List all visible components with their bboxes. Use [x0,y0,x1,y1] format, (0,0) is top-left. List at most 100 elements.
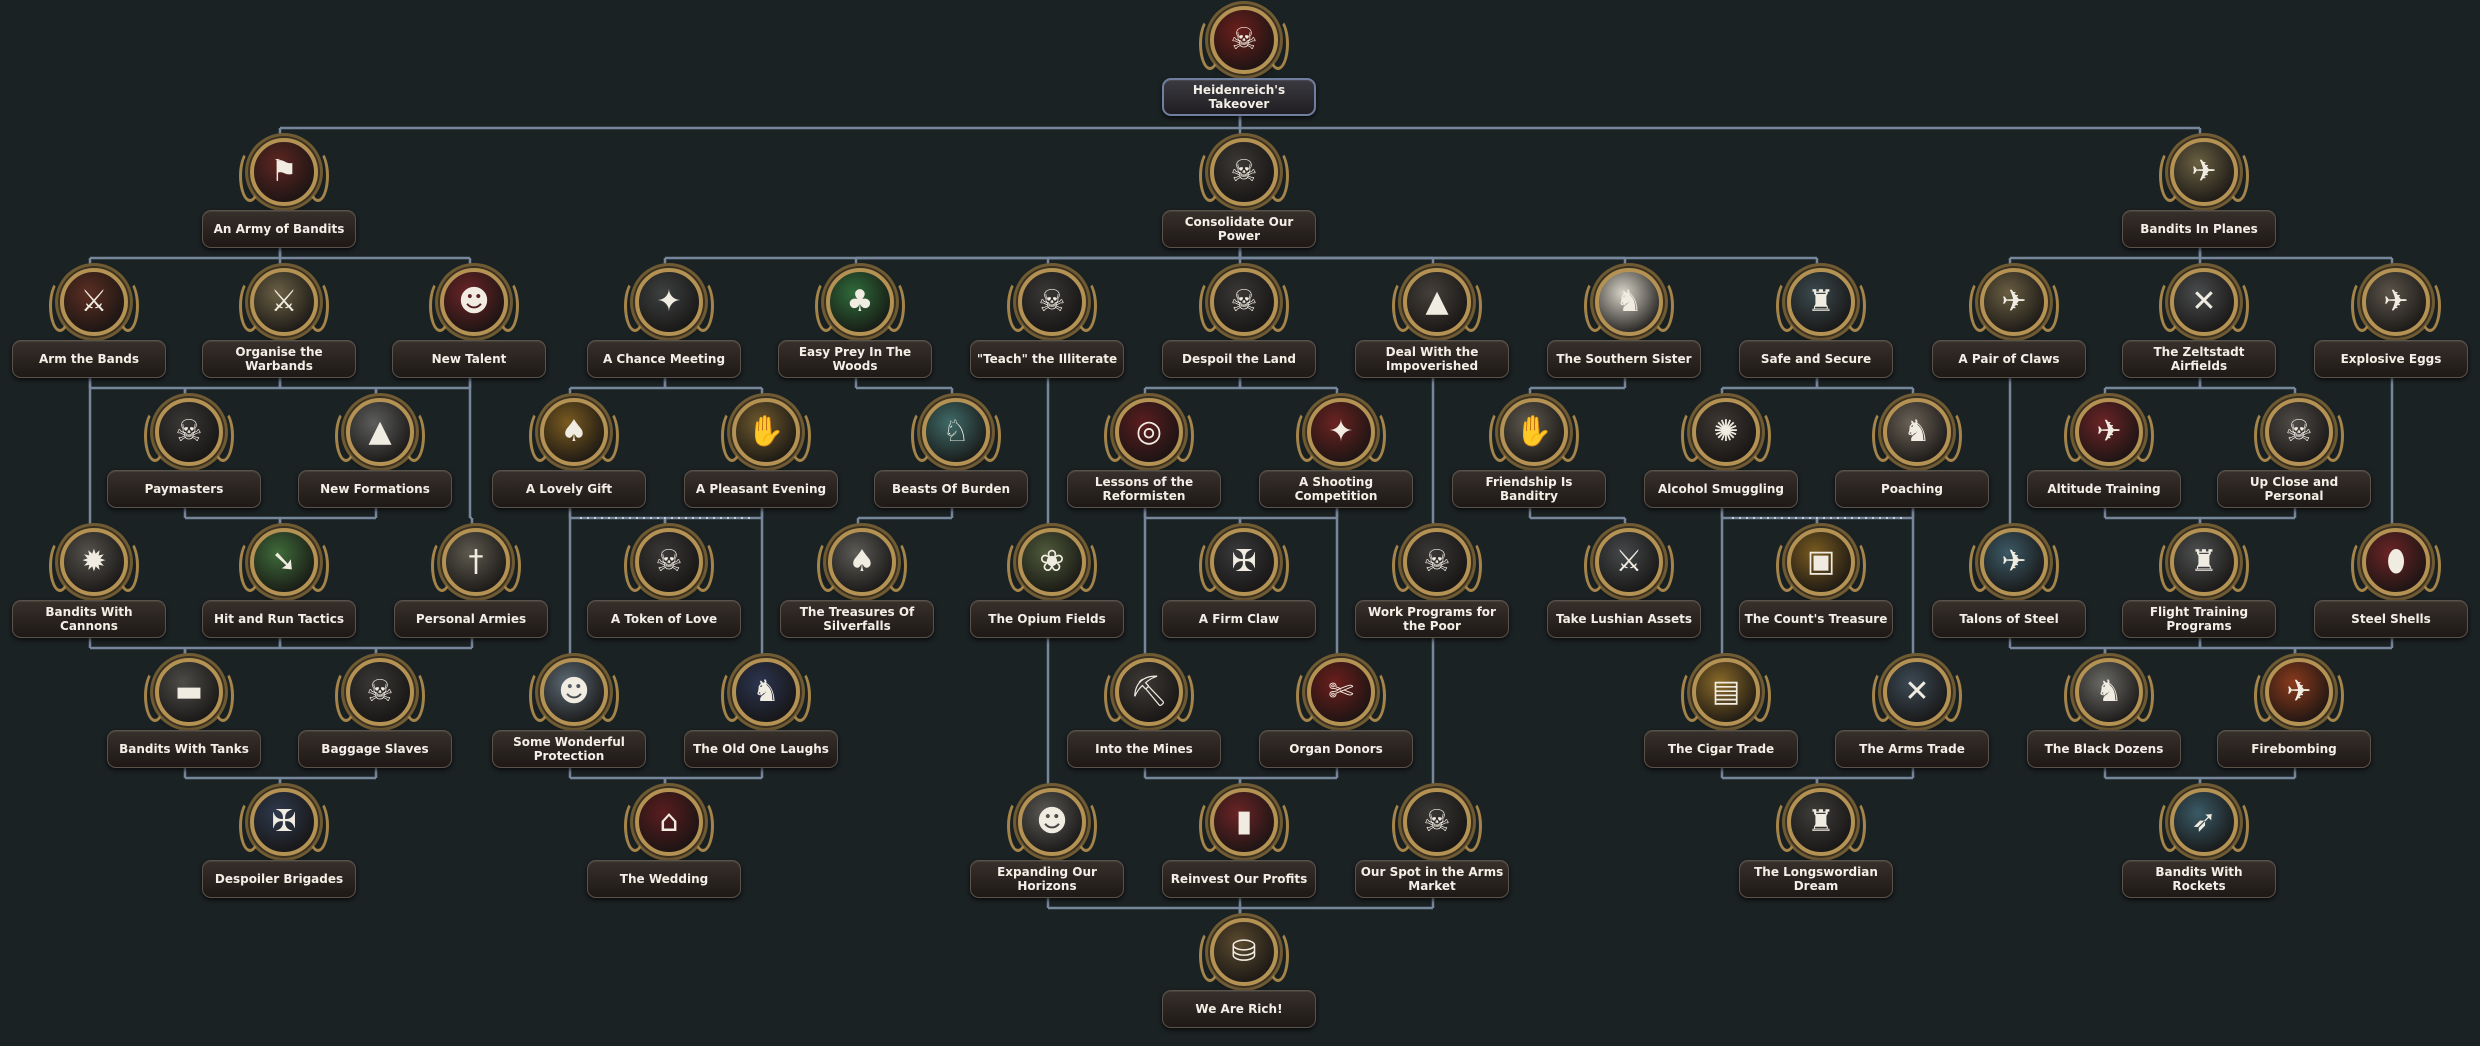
focus-altitude[interactable]: ✈ Altitude Training [2027,398,2183,526]
focus-cigar[interactable]: ▤The Cigar Trade [1644,658,1800,786]
focus-reformisten[interactable]: ◎Lessons of the Reformisten [1067,398,1223,526]
focus-firmclaw[interactable]: ✠A Firm Claw [1162,528,1318,656]
focus-armies[interactable]: †Personal Armies [394,528,550,656]
focus-reinvest[interactable]: ▮Reinvest Our Profits [1162,788,1318,916]
focus-heidenreich[interactable]: ☠ Heidenreich's Takeover [1162,6,1318,134]
focus-shells[interactable]: ⬮Steel Shells [2314,528,2470,656]
focus-label: Personal Armies [394,600,548,638]
focus-gift[interactable]: ♠A Lovely Gift [492,398,648,526]
gold-coins-icon: ⛁ [1210,918,1278,986]
wings-shield-icon: ✈ [2075,398,2143,466]
focus-longsword[interactable]: ♜The Longswordian Dream [1739,788,1895,916]
treasure-chest-icon: ▣ [1787,528,1855,596]
focus-wonderful[interactable]: ☻Some Wonderful Protection [492,658,648,786]
focus-label: A Lovely Gift [492,470,646,508]
focus-southern[interactable]: ♞ The Southern Sister [1547,268,1703,396]
focus-organ[interactable]: ✄Organ Donors [1259,658,1415,786]
merchant-icon: ☻ [1018,788,1086,856]
focus-workprog[interactable]: ☠Work Programs for the Poor [1355,528,1511,656]
focus-safe[interactable]: ♜Safe and Secure [1739,268,1895,396]
focus-label: Bandits With Cannons [12,600,166,638]
focus-counts[interactable]: ▣The Count's Treasure [1739,528,1895,656]
treasure-card-icon: ♠ [828,528,896,596]
focus-talons[interactable]: ✈Talons of Steel [1932,528,2088,656]
focus-opium[interactable]: ❀The Opium Fields [970,528,1126,656]
focus-flight[interactable]: ♜Flight Training Programs [2122,528,2278,656]
focus-arm[interactable]: ⚔Arm the Bands [12,268,168,396]
focus-label: A Chance Meeting [587,340,741,378]
focus-planes[interactable]: ✈Bandits In Planes [2122,138,2278,266]
focus-friendship[interactable]: ✋Friendship Is Banditry [1452,398,1608,526]
focus-alcohol[interactable]: ✺Alcohol Smuggling [1644,398,1800,526]
focus-teach[interactable]: ☠"Teach" the Illiterate [970,268,1126,396]
focus-treasures[interactable]: ♠The Treasures Of Silverfalls [780,528,936,656]
focus-hitrun[interactable]: ➘Hit and Run Tactics [202,528,358,656]
focus-evening[interactable]: ✋ A Pleasant Evening [684,398,840,526]
focus-easyprey[interactable]: ♣Easy Prey In The Woods [778,268,934,396]
focus-army[interactable]: ⚑An Army of Bandits [202,138,358,266]
focus-label: A Shooting Competition [1259,470,1413,508]
wedding-icon: ⌂ [635,788,703,856]
fire-plane-icon: ✈ [2265,658,2333,726]
focus-poaching[interactable]: ♞Poaching [1835,398,1991,526]
focus-rich[interactable]: ⛁We Are Rich! [1162,918,1318,1046]
focus-tanks[interactable]: ▬Bandits With Tanks [107,658,263,786]
focus-label: A Pleasant Evening [684,470,838,508]
bandit-portrait-icon: ☻ [440,268,508,336]
focus-closeup[interactable]: ☠Up Close and Personal [2217,398,2373,526]
focus-consolidate[interactable]: ☠Consolidate Our Power [1162,138,1318,266]
focus-label: The Cigar Trade [1644,730,1798,768]
focus-talent[interactable]: ☻ New Talent [392,268,548,396]
focus-zeltstadt[interactable]: ✕The Zeltstadt Airfields [2122,268,2278,396]
focus-label: Up Close and Personal [2217,470,2371,508]
focus-formations[interactable]: ▲New Formations [298,398,454,526]
focus-shooting[interactable]: ✦A Shooting Competition [1259,398,1415,526]
plane-icon: ✈ [2170,138,2238,206]
focus-token[interactable]: ☠ A Token of Love [587,528,743,656]
armored-plane-icon: ✈ [1980,528,2048,596]
focus-lushian[interactable]: ⚔Take Lushian Assets [1547,528,1703,656]
focus-eggs[interactable]: ✈Explosive Eggs [2314,268,2470,396]
focus-label: Explosive Eggs [2314,340,2468,378]
skull-icon: ☠ [1403,788,1471,856]
handshake-icon: ✋ [732,398,800,466]
focus-label: A Token of Love [587,600,741,638]
focus-label: Lessons of the Reformisten [1067,470,1221,508]
focus-beasts[interactable]: ♘Beasts Of Burden [874,398,1030,526]
focus-label: The Zeltstadt Airfields [2122,340,2276,378]
focus-wedding[interactable]: ⌂The Wedding [587,788,743,916]
focus-despoil[interactable]: ☠Despoil the Land [1162,268,1318,396]
focus-claws[interactable]: ✈A Pair of Claws [1932,268,2088,396]
focus-label: Expanding Our Horizons [970,860,1124,898]
focus-organise[interactable]: ⚔Organise the Warbands [202,268,358,396]
focus-paymasters[interactable]: ☠Paymasters [107,398,263,526]
rubble-icon: ▲ [1403,268,1471,336]
skull-badge-icon: ☠ [635,528,703,596]
focus-label: Despoiler Brigades [202,860,356,898]
focus-label: Hit and Run Tactics [202,600,356,638]
focus-oldone[interactable]: ♞The Old One Laughs [684,658,840,786]
focus-armstrade[interactable]: ✕The Arms Trade [1835,658,1991,786]
focus-label: Heidenreich's Takeover [1162,78,1316,116]
handshake-icon: ✋ [1500,398,1568,466]
focus-impoverished[interactable]: ▲Deal With the Impoverished [1355,268,1511,396]
focus-label: Arm the Bands [12,340,166,378]
focus-label: Altitude Training [2027,470,2181,508]
focus-firebombing[interactable]: ✈Firebombing [2217,658,2373,786]
focus-expanding[interactable]: ☻ Expanding Our Horizons [970,788,1126,916]
focus-label: New Talent [392,340,546,378]
focus-baggage[interactable]: ☠Baggage Slaves [298,658,454,786]
focus-chance[interactable]: ✦A Chance Meeting [587,268,743,396]
pony-portrait-icon: ♞ [1595,268,1663,336]
focus-rockets[interactable]: ➶Bandits With Rockets [2122,788,2278,916]
focus-label: The Southern Sister [1547,340,1701,378]
skull-icon: ☠ [1403,528,1471,596]
focus-armsmarket[interactable]: ☠Our Spot in the Arms Market [1355,788,1511,916]
focus-cannons[interactable]: ✹Bandits With Cannons [12,528,168,656]
focus-mines[interactable]: ⛏Into the Mines [1067,658,1223,786]
focus-label: Baggage Slaves [298,730,452,768]
skull-pile-icon: ☠ [1210,6,1278,74]
focus-despoiler[interactable]: ✠Despoiler Brigades [202,788,358,916]
focus-blackdozens[interactable]: ♞The Black Dozens [2027,658,2183,786]
